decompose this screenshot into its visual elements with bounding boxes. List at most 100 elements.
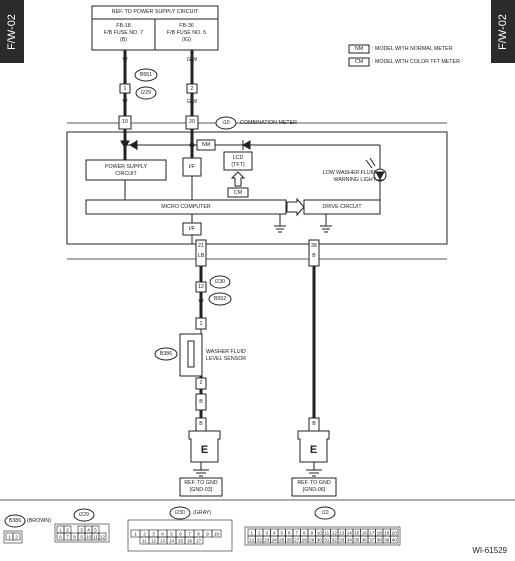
power-supply-circuit-line1: POWER SUPPLY bbox=[105, 164, 147, 170]
i10-pin-number: 26 bbox=[287, 537, 293, 542]
legend-nm-text: : MODEL WITH NORMAL METER bbox=[372, 46, 453, 52]
wire-b-left-bottom: B bbox=[199, 421, 203, 427]
bottom-i230-label: i230 bbox=[174, 510, 185, 516]
i230-pin-number: 3 bbox=[152, 531, 155, 536]
i230-pin-cell bbox=[193, 536, 204, 545]
gnd-03-box bbox=[179, 477, 223, 497]
connector-shell bbox=[54, 523, 110, 543]
i229-pin-number: 2 bbox=[66, 527, 69, 532]
i229-pin-number: 10 bbox=[86, 534, 92, 539]
i230-pin-cell bbox=[211, 529, 222, 538]
legend-cm-code: CM bbox=[354, 59, 364, 65]
i10-pin-number: 13 bbox=[339, 530, 345, 535]
bottom-i10-label: i10 bbox=[321, 510, 329, 516]
i230-pin-number: 9 bbox=[206, 531, 209, 536]
pin-b386-2: 2 bbox=[199, 380, 203, 386]
connector-shell bbox=[127, 519, 233, 552]
b386-pin-cell bbox=[12, 532, 21, 541]
i10-pin-number: 21 bbox=[249, 537, 255, 542]
connector-i229: i229 bbox=[140, 90, 151, 96]
wire-w-mid-left: W bbox=[122, 99, 128, 105]
ground-e-left: E bbox=[200, 444, 209, 456]
i10-pin-number: 16 bbox=[362, 530, 368, 535]
pin-i229-1: 1 bbox=[123, 86, 127, 92]
i10-pin-number: 20 bbox=[392, 530, 398, 535]
pin-i10-21: 21 bbox=[198, 243, 204, 249]
i230-pin-number: 8 bbox=[197, 531, 200, 536]
warning-light-line1: LOW WASHER FLUID bbox=[322, 170, 376, 176]
gnd-06-line2: [GND-06] bbox=[302, 487, 326, 493]
i10-pin-number: 33 bbox=[339, 537, 345, 542]
i229-pin-number: 3 bbox=[80, 527, 83, 532]
legend-cm-box bbox=[348, 57, 370, 67]
gnd-03-line1: REF. TO GND bbox=[184, 480, 218, 486]
i10-pin-number: 35 bbox=[354, 537, 360, 542]
i10-pin-number: 38 bbox=[377, 537, 383, 542]
i10-pin-number: 22 bbox=[257, 537, 263, 542]
micro-computer-box bbox=[85, 199, 287, 215]
legend-nm-code: NM bbox=[354, 46, 364, 52]
if-lower: I/F bbox=[188, 226, 196, 232]
i10-pin-number: 12 bbox=[332, 530, 338, 535]
nm-tag: NM bbox=[201, 142, 211, 148]
gnd-06-line1: REF. TO GND bbox=[297, 480, 331, 486]
i10-pin-number: 18 bbox=[377, 530, 383, 535]
i229-pin-number: 5 bbox=[94, 527, 97, 532]
i10-pin-number: 37 bbox=[369, 537, 375, 542]
i10-pin-number: 30 bbox=[317, 537, 323, 542]
pin-i10-10: 10 bbox=[122, 119, 128, 125]
i10-pin-cell bbox=[390, 535, 399, 544]
i230-pin-number: 14 bbox=[169, 538, 175, 543]
i230-pin-number: 6 bbox=[179, 531, 182, 536]
i229-pin-number: 4 bbox=[87, 527, 90, 532]
i229-pin-number: 7 bbox=[66, 534, 69, 539]
lcd-line1: LCD bbox=[232, 155, 244, 161]
i229-pin-number: 9 bbox=[80, 534, 83, 539]
i10-pin-number: 7 bbox=[295, 530, 298, 535]
drive-circuit-label: DRIVE CIRCUIT bbox=[322, 204, 362, 210]
drive-circuit-box bbox=[303, 199, 381, 215]
bottom-b386-label: B386 bbox=[8, 518, 22, 524]
combination-meter-box bbox=[66, 131, 448, 245]
pin-i10-20: 20 bbox=[189, 119, 195, 125]
i10-pin-number: 14 bbox=[347, 530, 353, 535]
i230-pin-number: 11 bbox=[142, 538, 147, 543]
fuse-left-line2: F/B FUSE NO. 7 bbox=[103, 30, 144, 36]
wire-w-lower: W bbox=[198, 299, 204, 305]
combination-meter-title: COMBINATION METER bbox=[240, 120, 297, 126]
i229-pin-number: 11 bbox=[93, 534, 98, 539]
wire-lb-upper: LB bbox=[197, 253, 205, 259]
i229-pin-number: 6 bbox=[59, 534, 62, 539]
i10-pin-number: 2 bbox=[258, 530, 261, 535]
page-tab-left: F/W-02 bbox=[0, 0, 24, 63]
cm-tag: CM bbox=[233, 190, 243, 196]
bottom-i230-color: (GRAY) bbox=[193, 510, 212, 516]
b386-pin-number: 1 bbox=[8, 534, 11, 539]
i230-pin-number: 1 bbox=[134, 531, 137, 536]
wire-gw-top-right: G/W bbox=[186, 57, 198, 63]
fuse-left-line1: FB-18 bbox=[116, 23, 131, 29]
i230-pin-number: 16 bbox=[187, 538, 193, 543]
i10-pin-number: 9 bbox=[310, 530, 313, 535]
i10-pin-number: 24 bbox=[272, 537, 278, 542]
i10-pin-number: 3 bbox=[265, 530, 268, 535]
pin-i229-2: 2 bbox=[190, 86, 194, 92]
i229-pin-number: 8 bbox=[73, 534, 76, 539]
i10-pin-number: 15 bbox=[354, 530, 360, 535]
i229-pin-cell bbox=[98, 532, 107, 541]
figure-id: WI-61529 bbox=[472, 546, 507, 555]
wire-b-right-bottom: B bbox=[312, 421, 316, 427]
connector-i10: i10 bbox=[222, 120, 230, 126]
power-supply-title: REF. TO POWER SUPPLY CIRCUIT bbox=[111, 9, 199, 15]
i230-pin-number: 15 bbox=[178, 538, 184, 543]
i10-pin-number: 1 bbox=[250, 530, 253, 535]
wire-b-left-lower: B bbox=[199, 399, 203, 405]
legend-cm-text: : MODEL WITH COLOR TFT METER bbox=[372, 59, 460, 65]
fuse-right-line1: FB-36 bbox=[179, 23, 194, 29]
i10-pin-number: 8 bbox=[303, 530, 306, 535]
i229-pin-cell bbox=[71, 526, 78, 533]
i230-pin-number: 13 bbox=[160, 538, 166, 543]
i230-pin-number: 5 bbox=[170, 531, 173, 536]
i10-pin-number: 4 bbox=[273, 530, 276, 535]
